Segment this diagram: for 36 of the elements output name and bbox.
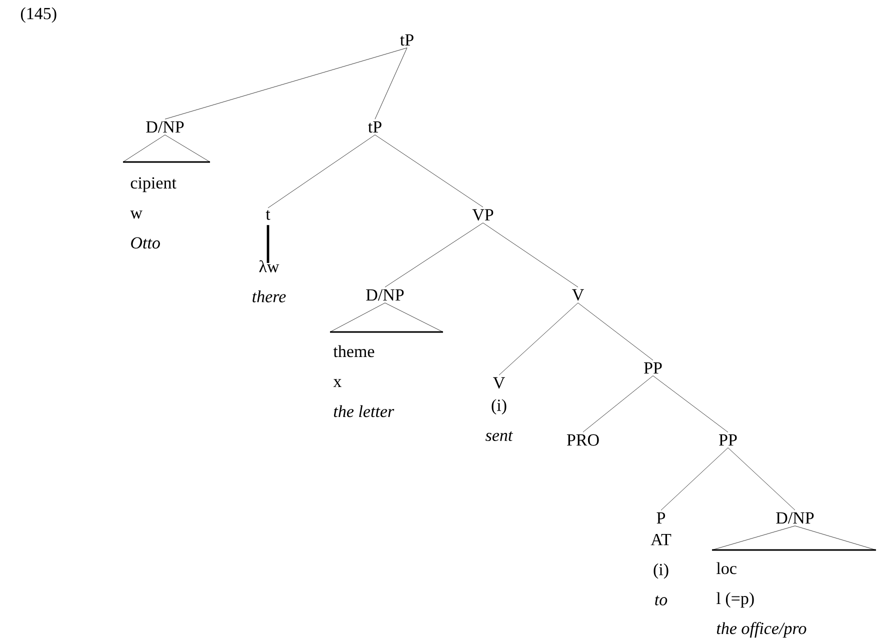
tree-node-label: PRO [566, 434, 599, 446]
branch-line [374, 48, 408, 120]
tree-node-label: D/NP [776, 512, 814, 524]
tree-node-label: P [656, 512, 666, 524]
branch-line [498, 302, 578, 376]
branch-line [652, 376, 728, 432]
triangle-branch [122, 134, 210, 162]
tree-leaf-text: loc l (=p) the office/pro [712, 549, 876, 638]
node-annotation: AT (i) to [650, 534, 672, 606]
triangle-branch [712, 526, 876, 550]
triangle-branch [330, 302, 444, 332]
tree-node-label: λw there [252, 260, 286, 302]
tree-node-label: V [493, 377, 505, 389]
node-annotation: (i) sent [486, 399, 514, 442]
branch-line [728, 448, 796, 510]
branch-line [582, 376, 654, 432]
tree-node-label: PP [644, 362, 662, 374]
branch-line [266, 225, 270, 263]
tree-leaf-text: theme x the letter [330, 331, 443, 418]
branch-line [374, 134, 484, 208]
branch-line [482, 222, 578, 288]
branch-line [164, 48, 408, 120]
branch-line [268, 134, 376, 208]
branch-line [578, 302, 654, 360]
tree-node-label: D/NP [366, 289, 404, 301]
tree-node-label: tP [368, 121, 382, 133]
tree-node-label: tP [400, 34, 414, 46]
tree-node-label: PP [719, 434, 737, 446]
tree-node-label: VP [472, 209, 494, 221]
branch-line [384, 222, 484, 288]
tree-node-label: t [266, 210, 270, 220]
tree-node-label: D/NP [146, 121, 184, 133]
tree-node-label: V [572, 289, 584, 301]
tree-leaf-text: cipient w Otto [123, 161, 210, 249]
example-number: (145) [20, 7, 56, 23]
branch-line [660, 448, 728, 510]
